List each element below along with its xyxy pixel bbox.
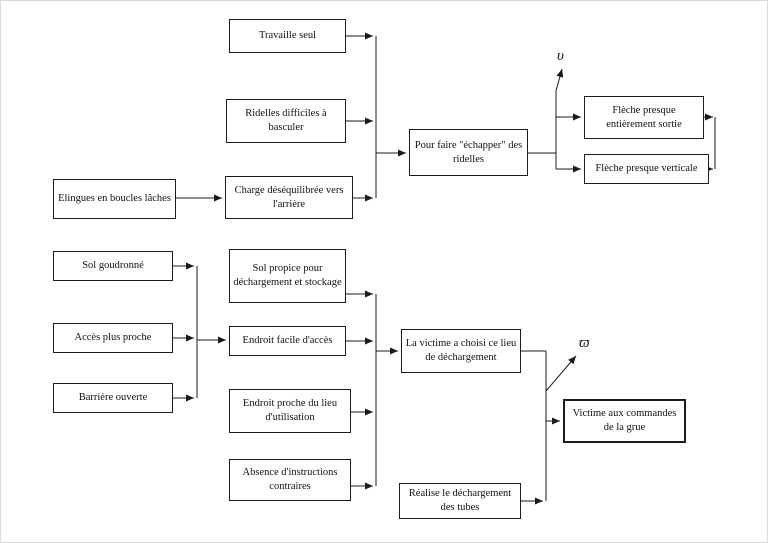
node-pour-faire-echapper: Pour faire "échapper" des ridelles	[409, 129, 528, 176]
node-ridelles-difficiles: Ridelles difficiles à basculer	[226, 99, 346, 143]
node-endroit-facile-acces: Endroit facile d'accès	[229, 326, 346, 356]
branch-reference-symbol-top: υ	[557, 48, 564, 64]
node-charge-desequilibree: Charge déséquilibrée vers l'arrière	[225, 176, 353, 219]
node-sol-goudronne: Sol goudronné	[53, 251, 173, 281]
node-fleche-entierement-sortie: Flèche presque entièrement sortie	[584, 96, 704, 139]
node-acces-plus-proche: Accès plus proche	[53, 323, 173, 353]
node-sol-propice: Sol propice pour déchargement et stockag…	[229, 249, 346, 303]
node-victime-choisi-lieu: La victime a choisi ce lieu de déchargem…	[401, 329, 521, 373]
node-travaille-seul: Travaille seul	[229, 19, 346, 53]
node-realise-dechargement: Réalise le déchargement des tubes	[399, 483, 521, 519]
node-absence-instructions: Absence d'instructions contraires	[229, 459, 351, 501]
node-barriere-ouverte: Barrière ouverte	[53, 383, 173, 413]
node-endroit-proche-utilisation: Endroit proche du lieu d'utilisation	[229, 389, 351, 433]
node-victime-aux-commandes: Victime aux commandes de la grue	[563, 399, 686, 443]
node-elingues-boucles-laches: Elingues en boucles lâches	[53, 179, 176, 219]
node-fleche-presque-verticale: Flèche presque verticale	[584, 154, 709, 184]
branch-reference-symbol-bottom: ϖ	[579, 335, 590, 351]
